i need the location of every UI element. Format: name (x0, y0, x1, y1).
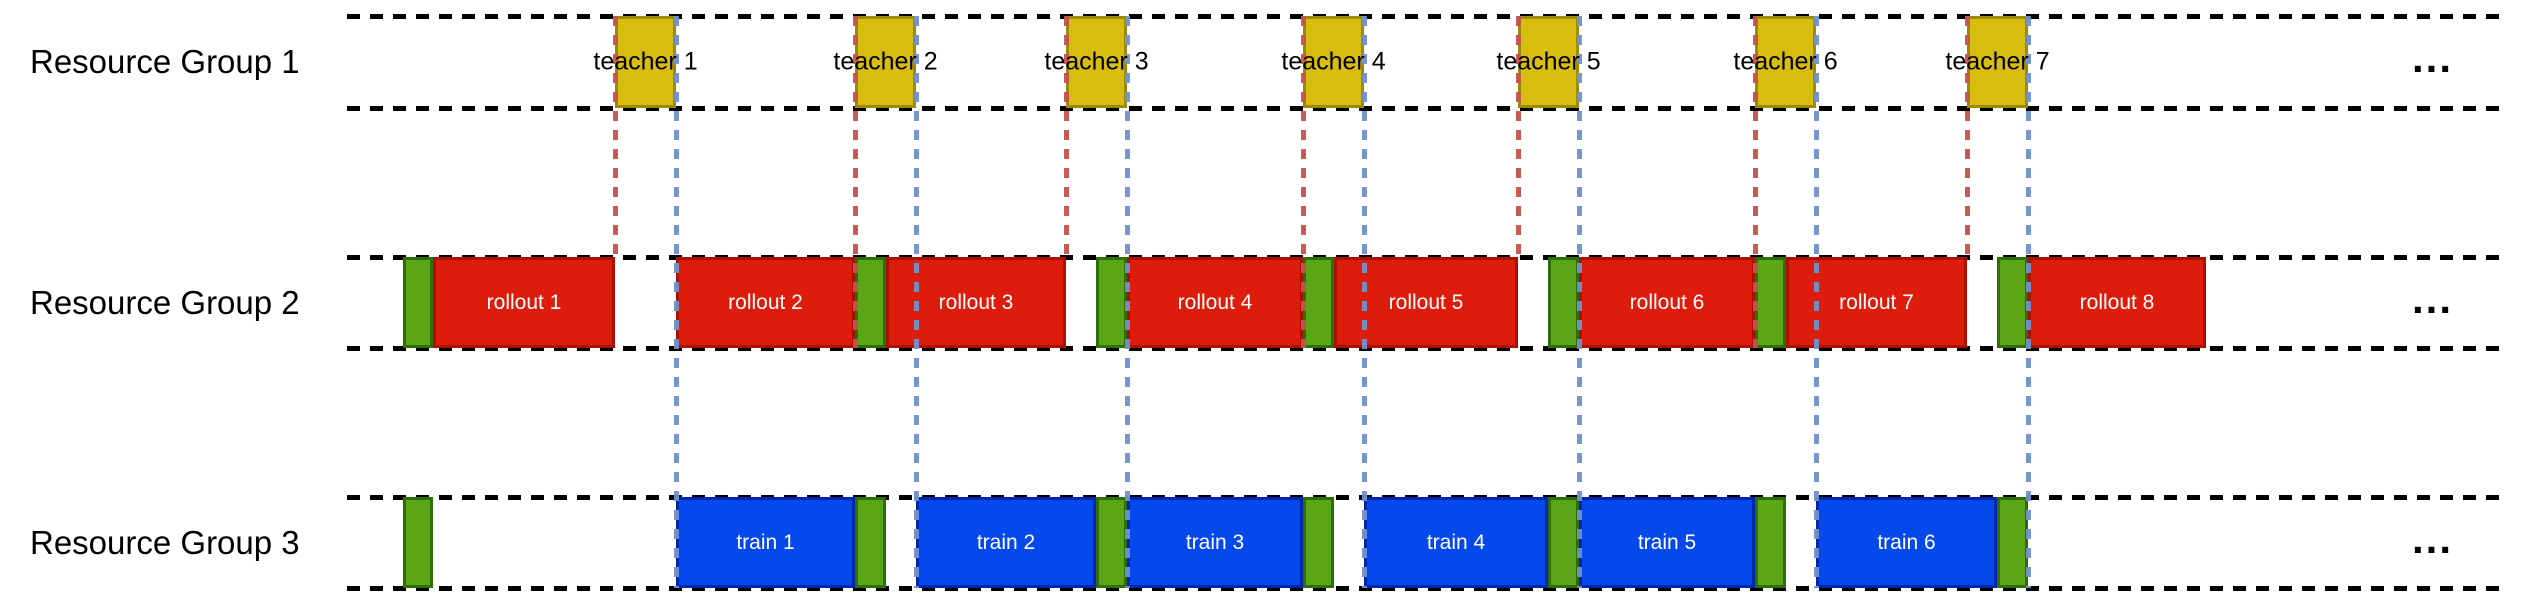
teacher-start-connector (853, 16, 858, 348)
teacher-start-connector (1064, 16, 1069, 257)
rollout-block: rollout 6 (1579, 257, 1755, 348)
teacher-label: teacher 5 (1496, 47, 1601, 76)
teacher-label: teacher 4 (1281, 47, 1386, 76)
rollout-label: rollout 1 (486, 290, 562, 314)
teacher-end-connector (2026, 16, 2031, 588)
rollout-label: rollout 7 (1839, 290, 1914, 314)
train-label: train 3 (1185, 530, 1245, 554)
weight-sync-block (1548, 257, 1579, 348)
train-label: train 4 (1426, 530, 1486, 554)
teacher-start-connector (1965, 16, 1970, 257)
weight-sync-block (1755, 497, 1786, 588)
train-label: train 1 (736, 530, 795, 554)
weight-sync-block (403, 257, 433, 348)
band-bottom-line (347, 346, 2500, 351)
band-top-line (347, 14, 2500, 19)
weight-sync-block (1096, 257, 1127, 348)
teacher-end-connector (1814, 16, 1819, 588)
rollout-block: rollout 4 (1127, 257, 1303, 348)
train-block: train 5 (1579, 497, 1755, 588)
train-label: train 5 (1637, 530, 1697, 554)
band-bottom-line (347, 106, 2500, 111)
teacher-label: teacher 7 (1945, 47, 2050, 76)
weight-sync-block (403, 497, 433, 588)
weight-sync-block (1303, 497, 1334, 588)
weight-sync-block (1755, 257, 1786, 348)
rollout-label: rollout 8 (2079, 290, 2155, 314)
row-continuation-ellipsis: ... (2412, 34, 2454, 82)
row-label-resource-group-3: Resource Group 3 (30, 523, 300, 561)
teacher-label: teacher 1 (593, 47, 698, 76)
teacher-start-connector (1516, 16, 1521, 257)
train-label: train 6 (1877, 530, 1936, 554)
teacher-block (1303, 16, 1364, 108)
row-continuation-ellipsis: ... (2412, 514, 2454, 562)
weight-sync-block (855, 497, 886, 588)
rollout-label: rollout 5 (1388, 290, 1464, 314)
weight-sync-block (1997, 257, 2028, 348)
train-block: train 6 (1816, 497, 1997, 588)
rollout-block: rollout 1 (433, 257, 615, 348)
weight-sync-block (855, 257, 886, 348)
teacher-label: teacher 3 (1044, 47, 1149, 76)
train-block: train 4 (1364, 497, 1548, 588)
rollout-block: rollout 2 (676, 257, 855, 348)
rollout-block: rollout 8 (2028, 257, 2206, 348)
teacher-end-connector (1577, 16, 1582, 588)
train-block: train 2 (916, 497, 1096, 588)
weight-sync-block (1096, 497, 1127, 588)
teacher-start-connector (1753, 16, 1758, 348)
weight-sync-block (1303, 257, 1334, 348)
train-block: train 3 (1127, 497, 1303, 588)
teacher-start-connector (1301, 16, 1306, 348)
teacher-label: teacher 2 (833, 47, 938, 76)
rollout-label: rollout 6 (1629, 290, 1705, 314)
weight-sync-block (1997, 497, 2028, 588)
train-label: train 2 (976, 530, 1036, 554)
row-label-resource-group-1: Resource Group 1 (30, 43, 300, 80)
rollout-label: rollout 3 (938, 290, 1014, 314)
band-bottom-line (347, 586, 2500, 591)
rollout-label: rollout 2 (728, 290, 803, 314)
row-continuation-ellipsis: ... (2412, 274, 2454, 322)
row-label-resource-group-2: Resource Group 2 (30, 283, 300, 321)
rollout-block: rollout 3 (886, 257, 1066, 348)
weight-sync-block (1548, 497, 1579, 588)
teacher-end-connector (1362, 16, 1367, 588)
train-block: train 1 (676, 497, 855, 588)
rollout-label: rollout 4 (1177, 290, 1253, 314)
teacher-label: teacher 6 (1733, 47, 1838, 76)
teacher-end-connector (674, 16, 679, 588)
teacher-end-connector (914, 16, 919, 588)
teacher-end-connector (1125, 16, 1130, 588)
teacher-start-connector (613, 16, 618, 257)
